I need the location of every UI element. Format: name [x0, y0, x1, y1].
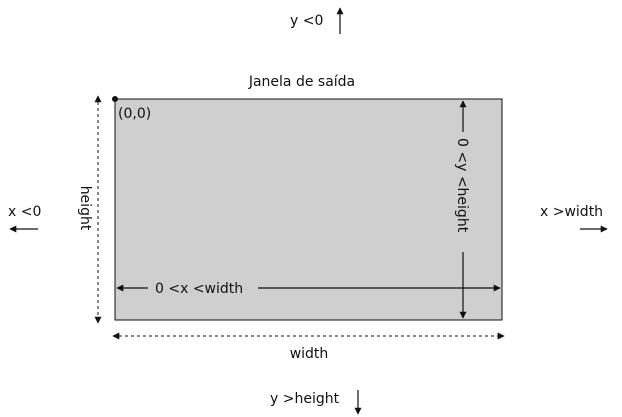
origin-point [112, 96, 118, 102]
x-range-label: 0 <x <width [155, 281, 243, 297]
width-label: width [290, 346, 329, 362]
y-beyond-height-label: y >height [270, 391, 340, 407]
height-label: height [77, 186, 93, 231]
x-negative-label: x <0 [8, 204, 41, 220]
x-beyond-width-label: x >width [540, 204, 603, 220]
output-window [114, 98, 503, 321]
origin-label: (0,0) [118, 106, 151, 122]
y-negative-label: y <0 [290, 13, 323, 29]
window-title: Janela de saída [248, 74, 355, 90]
y-range-label: 0 <y <height [454, 138, 470, 233]
